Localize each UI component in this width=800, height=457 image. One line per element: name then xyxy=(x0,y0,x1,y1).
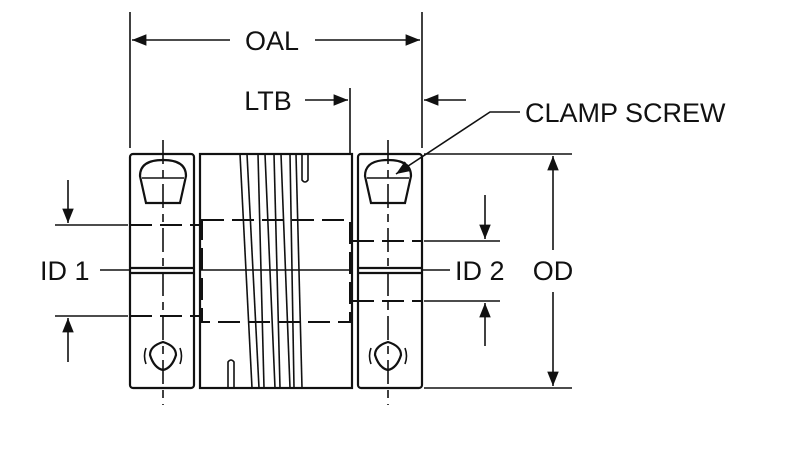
id2-dimension xyxy=(424,195,500,346)
right-hub xyxy=(356,152,424,390)
id1-dimension xyxy=(55,180,128,362)
screw-hole-right xyxy=(368,340,408,372)
ltb-dimension xyxy=(305,88,466,154)
oal-label: OAL xyxy=(245,26,299,56)
screw-hole-left xyxy=(143,340,183,372)
left-hub xyxy=(128,152,196,390)
center-section xyxy=(198,152,354,390)
clamp-screw-left xyxy=(138,158,188,205)
clamp-screw-label: CLAMP SCREW xyxy=(525,98,726,128)
oal-dimension xyxy=(129,12,423,148)
id1-label: ID 1 xyxy=(40,256,90,286)
clamp-screw-right xyxy=(363,158,413,205)
coupling-body xyxy=(100,140,450,405)
id2-label: ID 2 xyxy=(455,256,505,286)
bore-hidden-center xyxy=(201,219,351,323)
beam-slots xyxy=(227,153,309,389)
od-label: OD xyxy=(533,256,574,286)
clamp-screw-leader xyxy=(395,111,520,175)
od-dimension xyxy=(424,153,572,389)
ltb-label: LTB xyxy=(244,86,292,116)
